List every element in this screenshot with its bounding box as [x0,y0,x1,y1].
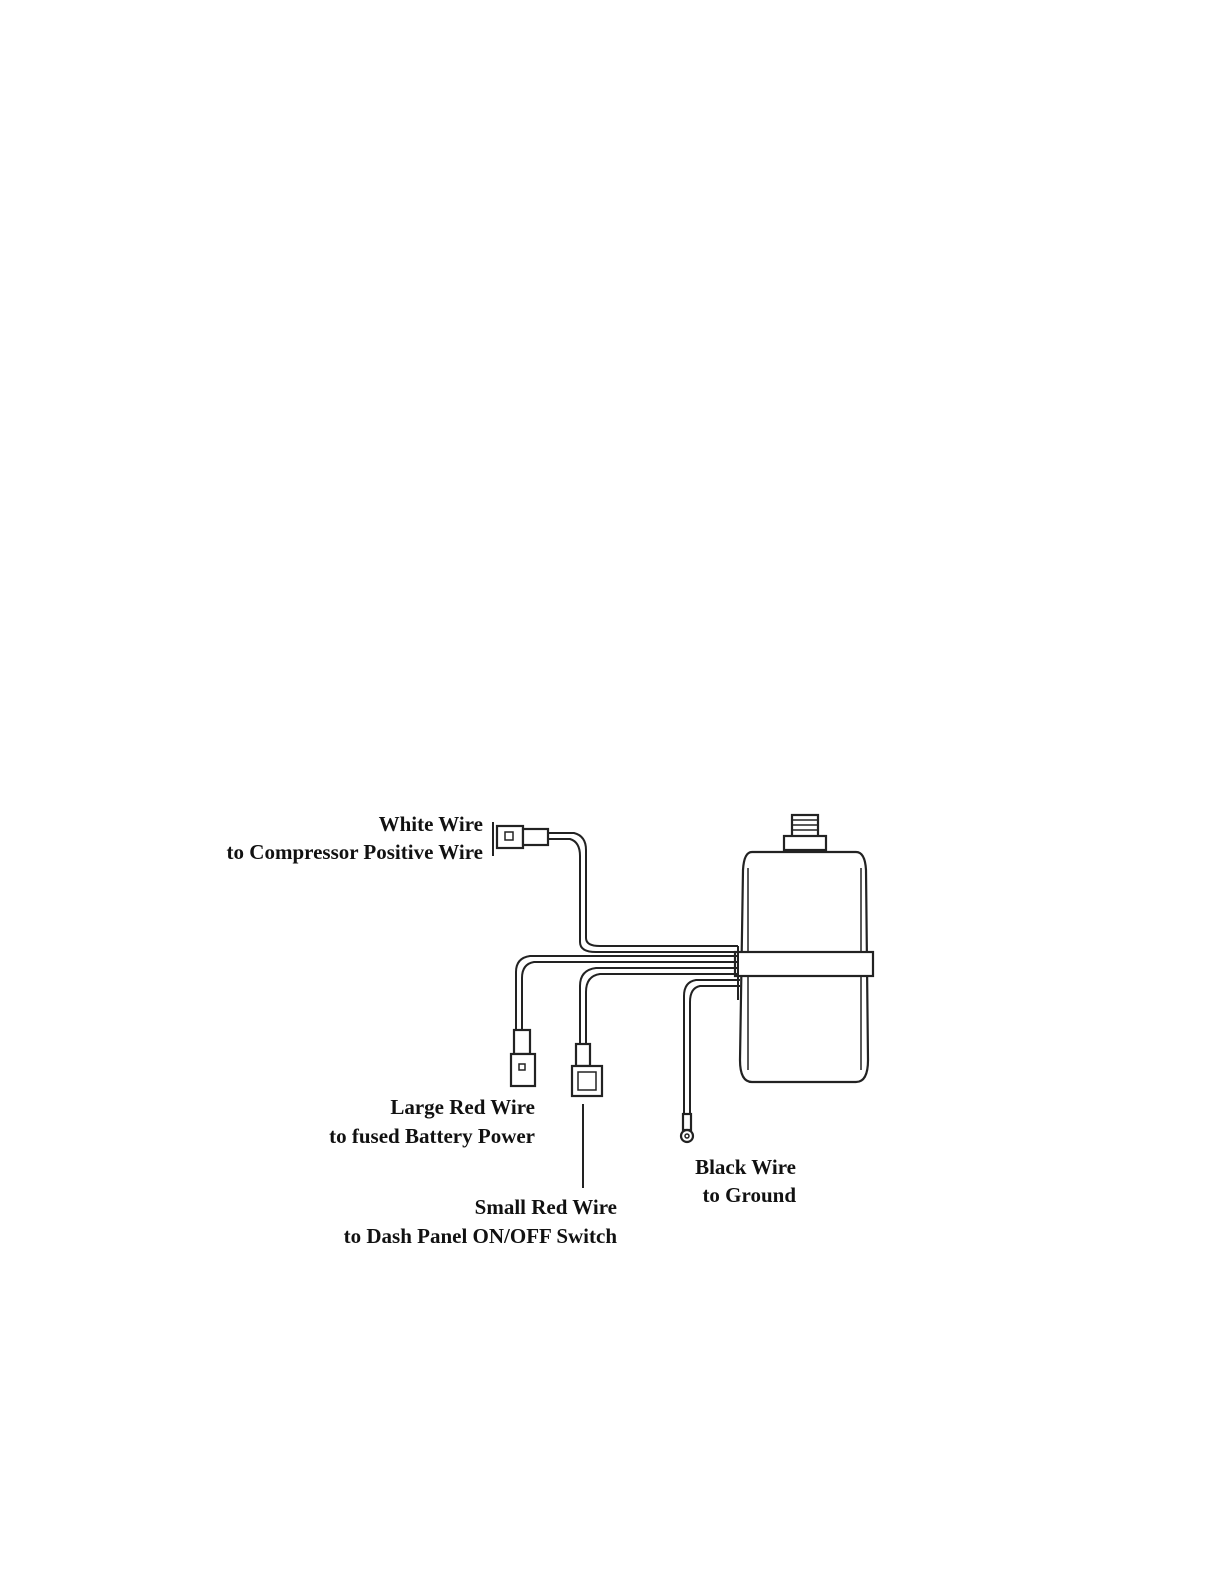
label-small-red-wire: Small Red Wire to Dash Panel ON/OFF Swit… [344,1195,618,1248]
label-large-red-wire: Large Red Wire to fused Battery Power [329,1095,535,1148]
small-red-wire-connector [572,1044,602,1096]
white-wire-harness [493,822,738,952]
white-wire-connector [493,822,548,856]
white-wire-title: White Wire [379,812,483,836]
relay-unit [735,815,873,1082]
large-red-wire-title: Large Red Wire [390,1095,535,1119]
black-wire-title: Black Wire [695,1155,796,1179]
black-wire-destination: to Ground [702,1183,796,1207]
large-red-wire-harness [511,956,738,1086]
ring-terminal [681,1114,693,1142]
small-red-wire-destination: to Dash Panel ON/OFF Switch [344,1224,618,1248]
large-red-wire-connector [511,1030,535,1086]
label-white-wire: White Wire to Compressor Positive Wire [227,812,483,864]
small-red-wire-title: Small Red Wire [475,1195,617,1219]
relay-band [735,952,873,976]
large-red-wire-destination: to fused Battery Power [329,1124,535,1148]
white-wire-destination: to Compressor Positive Wire [227,840,483,864]
black-wire-harness [681,980,740,1142]
label-black-wire: Black Wire to Ground [695,1155,796,1207]
relay-stud [784,815,826,850]
